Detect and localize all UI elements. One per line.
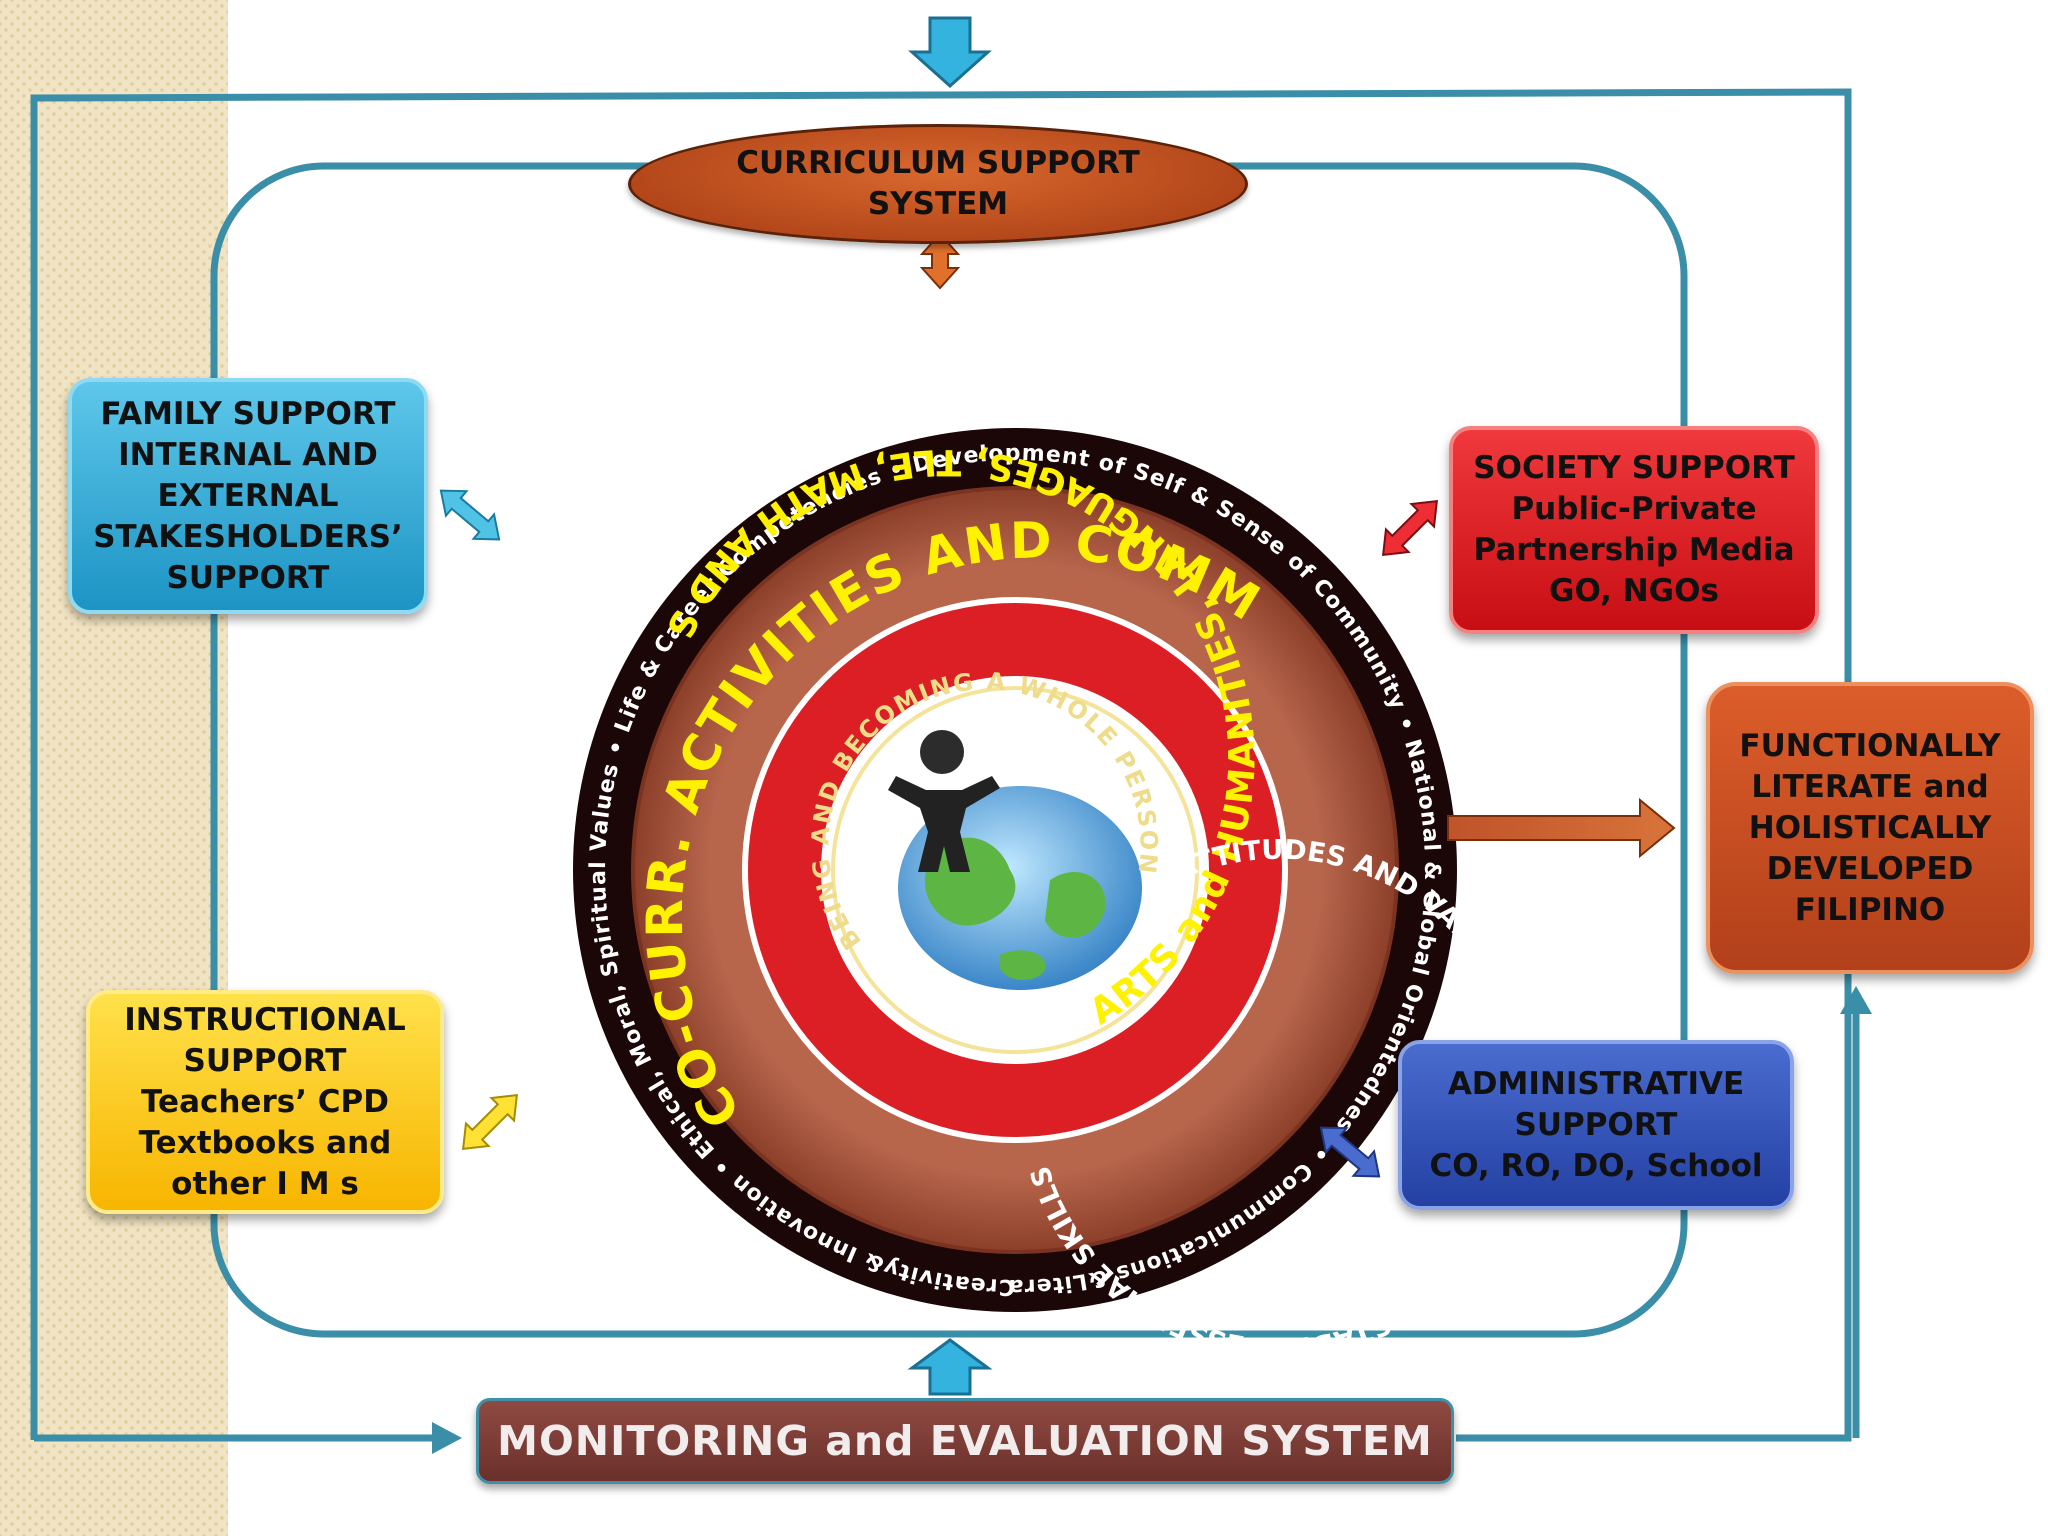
family-double-arrow-icon <box>439 489 501 541</box>
inner-gold-ring <box>831 686 1199 1054</box>
admin-line: ADMINISTRATIVE <box>1447 1065 1745 1102</box>
arrow-into-monitor-icon <box>432 1422 462 1454</box>
curriculum-double-arrow-icon <box>919 232 961 290</box>
admin-line: CO, RO, DO, School <box>1429 1147 1763 1184</box>
outcome-line: FILIPINO <box>1794 891 1946 928</box>
instructional-line: other I M s <box>171 1165 359 1202</box>
family-line: SUPPORT <box>166 559 330 596</box>
monitoring-label: MONITORING and EVALUATION SYSTEM <box>497 1417 1433 1465</box>
outcome-line: LITERATE and <box>1751 768 1989 805</box>
curriculum-line-1: CURRICULUM SUPPORT <box>736 145 1140 181</box>
top-down-arrow-icon <box>908 16 992 89</box>
outer-loop-line <box>30 88 1852 1442</box>
society-line: SOCIETY SUPPORT <box>1473 450 1795 486</box>
outcome-line: FUNCTIONALLY <box>1739 727 2001 764</box>
curriculum-support-ellipse: CURRICULUM SUPPORT SYSTEM <box>628 124 1248 244</box>
monitoring-evaluation-bar: MONITORING and EVALUATION SYSTEM <box>476 1398 1454 1484</box>
society-double-arrow-icon <box>1381 499 1439 557</box>
family-line: INTERNAL AND <box>118 436 378 473</box>
society-support-box: SOCIETY SUPPORT Public-Private Partnersh… <box>1449 426 1819 634</box>
admin-line: SUPPORT <box>1514 1106 1678 1143</box>
family-line: STAKESHOLDERS’ <box>93 518 403 555</box>
to-outcome-arrow-icon <box>1447 797 1676 859</box>
instructional-line: Textbooks and <box>138 1124 392 1161</box>
society-line: GO, NGOs <box>1549 573 1719 609</box>
admin-double-arrow-icon <box>1319 1126 1381 1178</box>
bottom-up-arrow-icon <box>907 1338 993 1396</box>
administrative-support-box: ADMINISTRATIVE SUPPORT CO, RO, DO, Schoo… <box>1398 1040 1794 1210</box>
family-line: FAMILY SUPPORT <box>100 395 396 432</box>
outcome-box: FUNCTIONALLY LITERATE and HOLISTICALLY D… <box>1706 682 2034 974</box>
instructional-line: SUPPORT <box>183 1042 347 1079</box>
outcome-line: DEVELOPED <box>1766 850 1974 887</box>
instructional-line: Teachers’ CPD <box>141 1083 389 1120</box>
instructional-double-arrow-icon <box>461 1093 519 1151</box>
decorative-side-strip <box>0 0 228 1536</box>
family-line: EXTERNAL <box>157 477 339 514</box>
curriculum-line-2: SYSTEM <box>867 186 1009 222</box>
arrow-up-to-outcome-icon <box>1840 986 1872 1014</box>
society-line: Partnership Media <box>1473 532 1795 568</box>
instructional-support-box: INSTRUCTIONAL SUPPORT Teachers’ CPD Text… <box>86 990 444 1214</box>
globe-person-icon <box>888 730 1142 990</box>
outcome-line: HOLISTICALLY <box>1748 809 1992 846</box>
family-support-box: FAMILY SUPPORT INTERNAL AND EXTERNAL STA… <box>68 378 428 614</box>
instructional-line: INSTRUCTIONAL <box>124 1001 406 1038</box>
society-line: Public-Private <box>1511 491 1757 527</box>
